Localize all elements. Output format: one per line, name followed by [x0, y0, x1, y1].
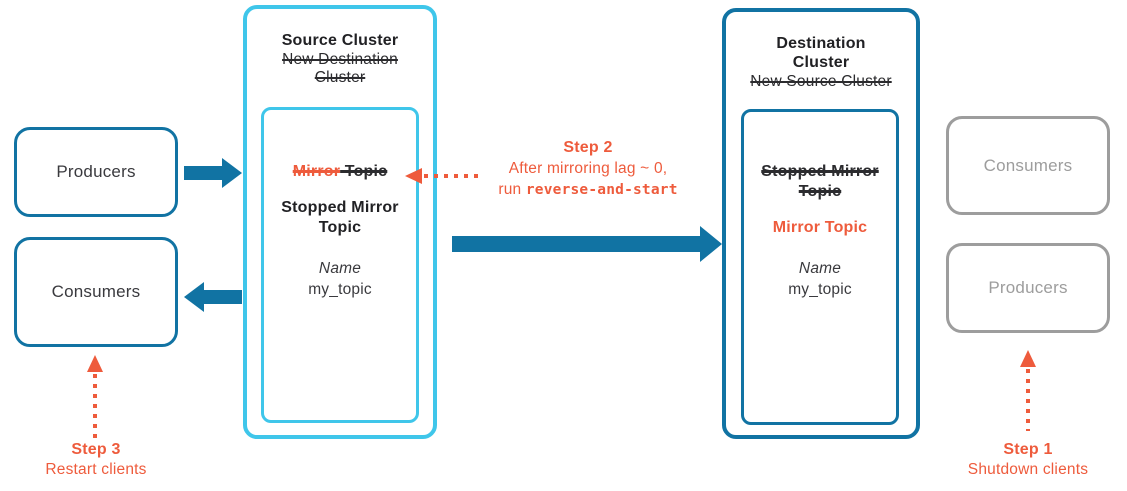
mirror-word-struck: Mirror	[292, 163, 341, 180]
consumers-label: Consumers	[983, 155, 1073, 175]
step3-note: Step 3 Restart clients	[16, 440, 176, 480]
step2-title: Step 2	[563, 139, 613, 156]
step3-dotted-arrow-icon	[93, 374, 97, 440]
source-topic-current-state: Stopped Mirror Topic	[281, 199, 399, 236]
consumers-box-right: Consumers	[946, 116, 1110, 215]
source-topic-former-state: Mirror Topic	[264, 162, 416, 182]
destination-topic-former-state: Stopped Mirror Topic	[761, 163, 879, 200]
step1-description: Shutdown clients	[967, 461, 1089, 478]
source-topic-box: Mirror Topic Stopped Mirror Topic Name m…	[261, 107, 419, 423]
step1-dotted-arrow-icon	[1026, 369, 1030, 431]
producers-box-left: Producers	[14, 127, 178, 217]
topic-word-struck: Topic	[340, 163, 388, 180]
replication-arrow-head-icon	[700, 226, 722, 262]
step2-dotted-arrow-head-icon	[405, 168, 422, 184]
step2-line2: run reverse-and-start	[468, 179, 708, 201]
consume-arrow-icon	[203, 290, 242, 304]
step2-dotted-arrow-icon	[424, 174, 480, 178]
destination-cluster-former-title: New Source Cluster	[750, 73, 892, 90]
step1-note: Step 1 Shutdown clients	[943, 440, 1113, 480]
producers-label: Producers	[56, 162, 136, 181]
topic-name-value: my_topic	[308, 281, 372, 298]
step2-command: reverse-and-start	[525, 182, 678, 198]
consumers-label: Consumers	[51, 282, 141, 301]
step3-description: Restart clients	[45, 461, 147, 478]
step3-title: Step 3	[71, 441, 121, 458]
source-cluster-former-title: New Destination Cluster	[282, 51, 398, 86]
destination-topic-box: Stopped Mirror Topic Mirror Topic Name m…	[741, 109, 899, 425]
consume-arrow-head-icon	[184, 282, 204, 312]
step2-note: Step 2 After mirroring lag ~ 0, run reve…	[468, 137, 708, 201]
destination-cluster-title: Destination Cluster	[776, 35, 866, 71]
replication-arrow-icon	[452, 236, 702, 252]
consumers-box-left: Consumers	[14, 237, 178, 347]
step1-title: Step 1	[1003, 441, 1053, 458]
step3-dotted-arrow-head-icon	[87, 355, 103, 372]
step2-line1: After mirroring lag ~ 0,	[508, 160, 668, 177]
step2-run-word: run	[498, 181, 526, 198]
source-cluster-box: Source Cluster New Destination Cluster M…	[243, 5, 437, 439]
destination-cluster-box: Destination Cluster New Source Cluster S…	[722, 8, 920, 439]
produce-arrow-icon	[184, 166, 224, 180]
producers-box-right: Producers	[946, 243, 1110, 333]
topic-name-value: my_topic	[788, 281, 852, 298]
step1-dotted-arrow-head-icon	[1020, 350, 1036, 367]
produce-arrow-head-icon	[222, 158, 242, 188]
producers-label: Producers	[988, 278, 1068, 297]
topic-name-label: Name	[318, 260, 362, 277]
source-cluster-title: Source Cluster	[281, 32, 399, 49]
destination-topic-current-state: Mirror Topic	[772, 219, 868, 236]
topic-name-label: Name	[798, 260, 842, 277]
